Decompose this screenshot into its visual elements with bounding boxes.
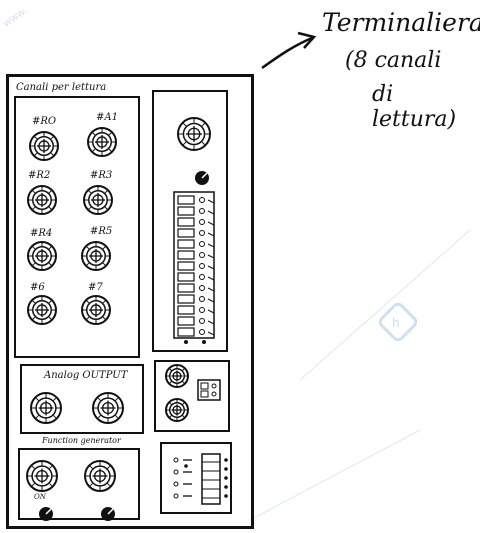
function-generator-knob-0 [39, 507, 53, 521]
function-generator-connector-0 [27, 461, 57, 491]
analog-output-connector-0 [31, 393, 61, 423]
switch-pin-1 [224, 467, 228, 471]
function-generator-knob-1 [101, 507, 115, 521]
switch-array [174, 454, 228, 504]
mini-terminal [198, 380, 220, 400]
switch-pin-0 [224, 458, 228, 462]
mixed-connector-1 [166, 399, 188, 421]
switch-led-0 [174, 458, 178, 462]
switch-pin-2 [224, 476, 228, 480]
switch-pin-3 [224, 485, 228, 489]
switch-pin-4 [224, 494, 228, 498]
switch-led-3 [174, 494, 178, 498]
function-generator-connector-1 [85, 461, 115, 491]
mixed-connector-0 [166, 365, 188, 387]
analog-output-connector-1 [93, 393, 123, 423]
switch-led-2 [174, 482, 178, 486]
switch-led-1 [174, 470, 178, 474]
